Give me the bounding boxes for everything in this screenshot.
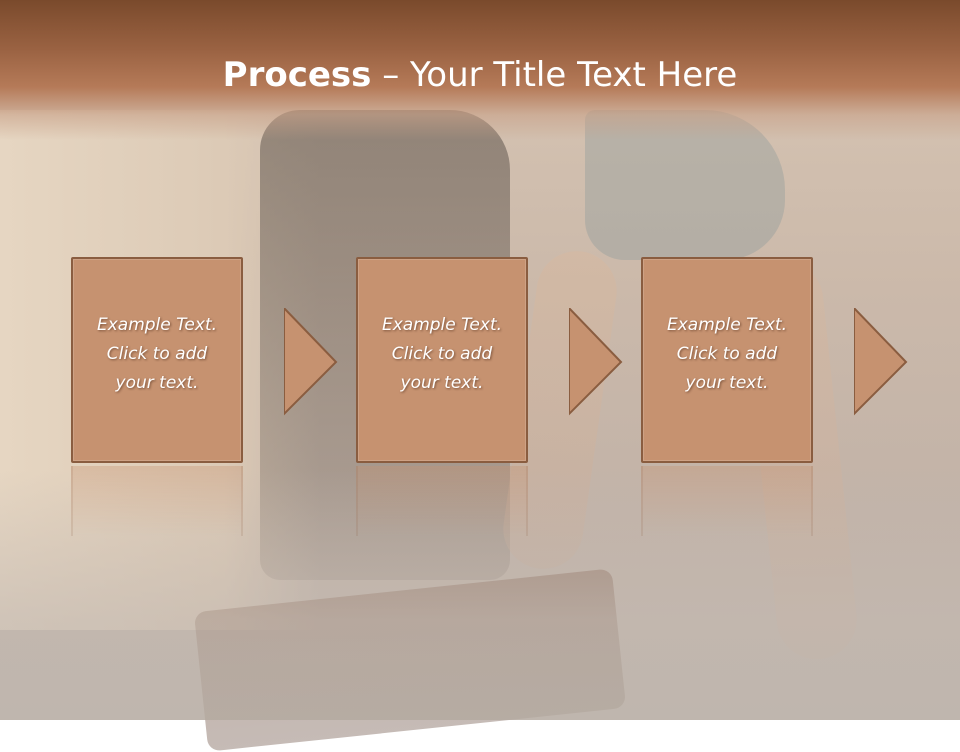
process-step-text[interactable]: Example Text. Click to add your text. — [73, 311, 241, 398]
title-text: Your Title Text Here — [410, 55, 738, 95]
slide-title[interactable]: Process – Your Title Text Here — [0, 52, 960, 98]
right-arrow-icon — [854, 308, 908, 416]
step-line: your text. — [685, 373, 769, 393]
process-step-reflection — [356, 466, 528, 536]
step-line: Example Text. — [381, 315, 503, 335]
step-line: Example Text. — [96, 315, 218, 335]
process-step-reflection — [641, 466, 813, 536]
step-line: Click to add — [391, 344, 493, 364]
step-line: your text. — [115, 373, 199, 393]
step-line: Example Text. — [666, 315, 788, 335]
step-line: Click to add — [106, 344, 208, 364]
title-separator: – — [371, 55, 411, 95]
process-step-text[interactable]: Example Text. Click to add your text. — [643, 311, 811, 398]
process-step-box[interactable]: Example Text. Click to add your text. — [356, 257, 528, 463]
process-step-reflection — [71, 466, 243, 536]
process-step-text[interactable]: Example Text. Click to add your text. — [358, 311, 526, 398]
background-fade — [0, 470, 960, 720]
process-step-box[interactable]: Example Text. Click to add your text. — [71, 257, 243, 463]
right-arrow-icon — [569, 308, 623, 416]
title-bold-part: Process — [222, 55, 372, 95]
title-band — [0, 0, 960, 140]
process-step-box[interactable]: Example Text. Click to add your text. — [641, 257, 813, 463]
step-line: your text. — [400, 373, 484, 393]
step-line: Click to add — [676, 344, 778, 364]
right-arrow-icon — [284, 308, 338, 416]
